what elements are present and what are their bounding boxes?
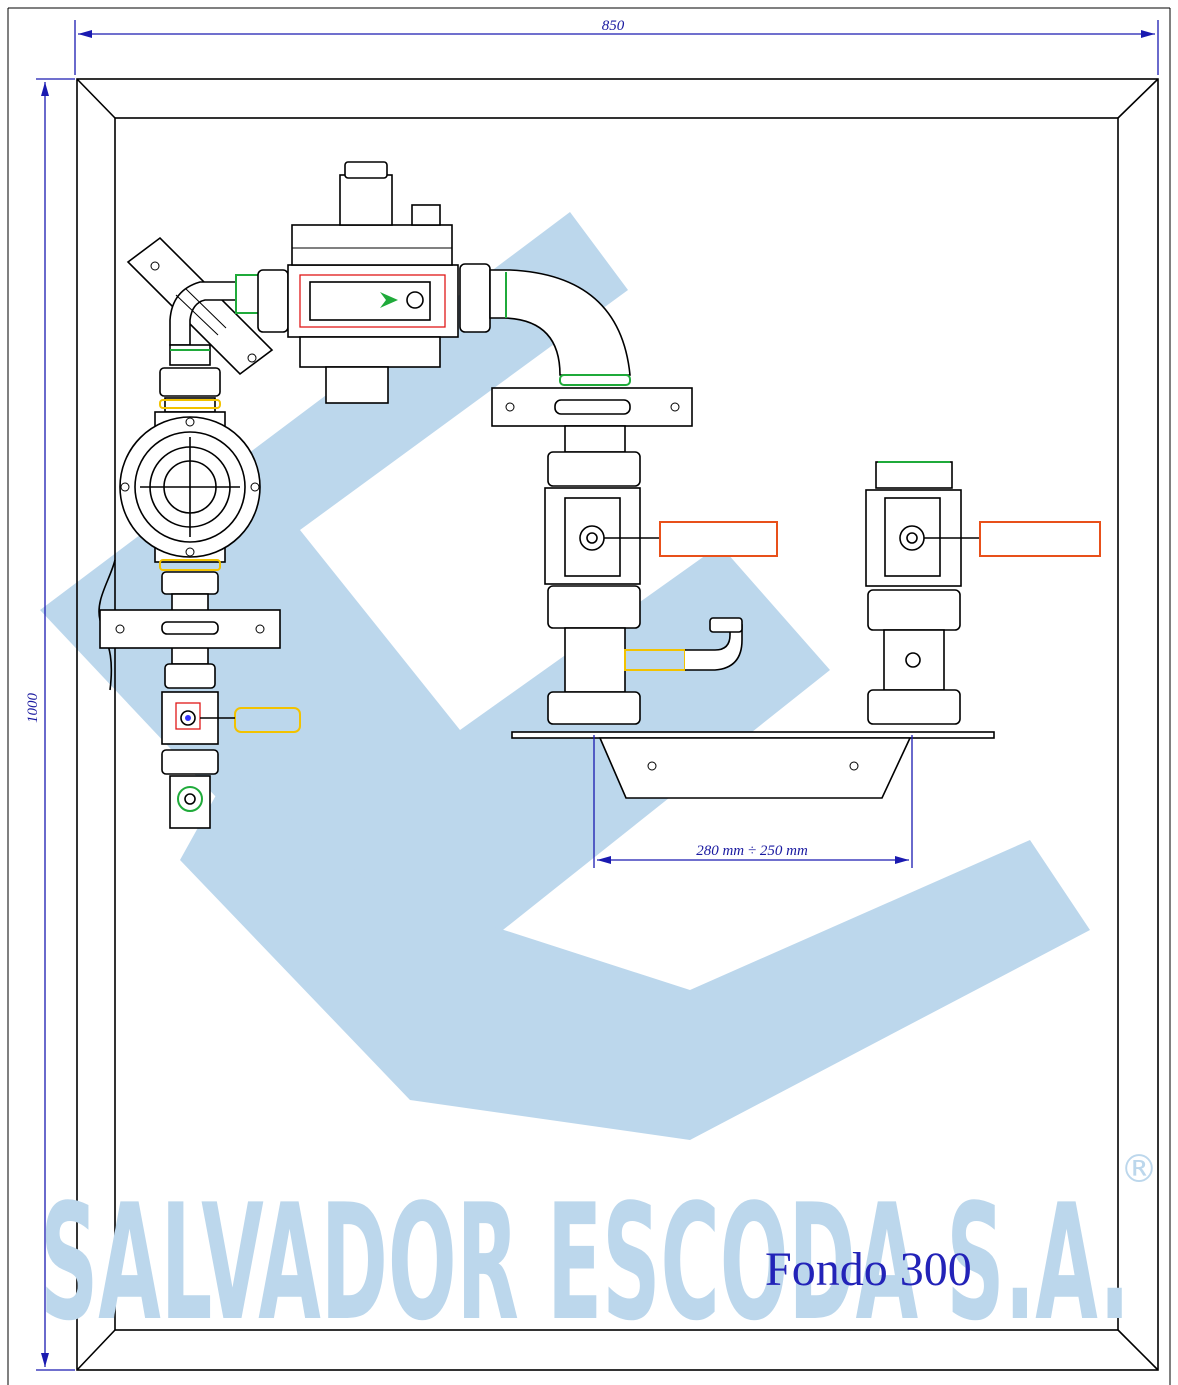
bracket-horizontal-left	[99, 609, 281, 649]
filter-fan-unit	[119, 411, 261, 571]
valve-handle-2	[979, 521, 1101, 557]
dimension-depth-label: 280 mm ÷ 250 mm	[696, 843, 808, 859]
dimension-depth: 280 mm ÷ 250 mm	[593, 735, 913, 868]
main-ball-valve-2	[865, 461, 1101, 725]
cabinet-inner-frame	[114, 117, 1119, 1331]
cabinet-frame	[7, 7, 1171, 1385]
regulator-nut-right	[459, 263, 491, 333]
cabinet-outer-frame	[76, 78, 1159, 1371]
frame-corner-bl	[76, 1329, 116, 1371]
watermark-text: SALVADOR ESCODA S.A.	[40, 1169, 1130, 1356]
dimension-width-label: 850	[602, 18, 625, 34]
regulator-cap	[339, 174, 393, 226]
dimension-height: 1000	[25, 78, 75, 1371]
main-ball-valve-1	[544, 425, 778, 725]
depth-label-fondo: Fondo 300	[765, 1243, 972, 1296]
valve-handle-1	[659, 521, 778, 557]
left-pipe-assembly	[159, 281, 237, 413]
bracket-angled-top	[126, 236, 274, 376]
frame-corner-br	[1117, 1329, 1159, 1371]
small-valve-handle	[234, 707, 301, 733]
watermark-registered-mark: ®	[1120, 1147, 1158, 1191]
gas-regulator	[235, 161, 491, 404]
dimension-height-label: 1000	[25, 693, 41, 724]
watermark-shape-lower	[180, 770, 1090, 1140]
regulator-nut-left	[257, 269, 289, 333]
frame-corner-tr	[1117, 78, 1159, 119]
flow-arrow-icon	[380, 292, 398, 308]
right-elbow	[489, 269, 631, 386]
regulator-vent	[325, 366, 389, 404]
frame-corner-tl	[76, 78, 116, 119]
left-nut-top	[159, 367, 221, 397]
regulator-body	[287, 264, 459, 338]
bracket-horizontal-right	[491, 387, 693, 427]
left-lower-column	[99, 571, 301, 829]
regulator-diaphragm	[291, 224, 453, 266]
dimension-width: 850	[74, 18, 1159, 75]
outlet-fitting	[177, 786, 203, 812]
mounting-plate	[511, 731, 995, 799]
